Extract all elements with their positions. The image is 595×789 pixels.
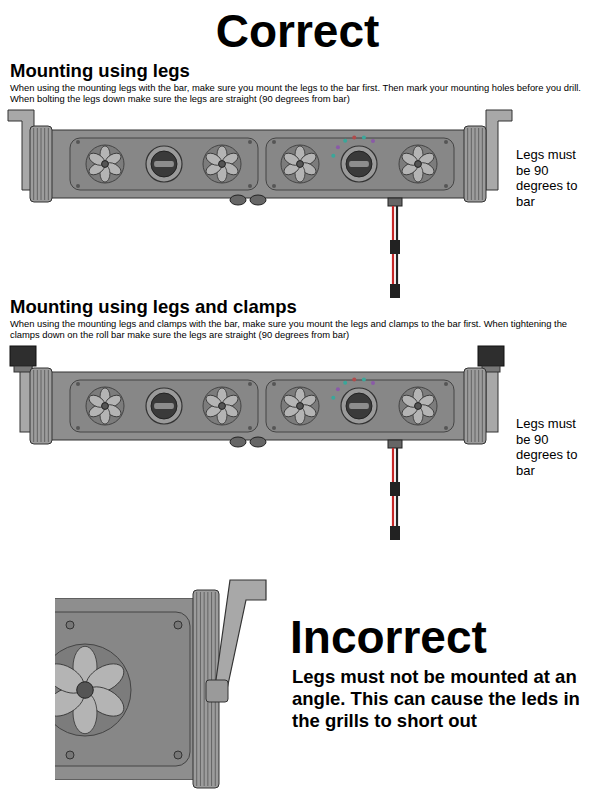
led bbox=[343, 139, 347, 143]
speaker-grill bbox=[203, 145, 241, 183]
mounting-leg bbox=[10, 346, 504, 432]
speaker-grill bbox=[399, 387, 437, 425]
speaker-grill bbox=[281, 387, 319, 425]
warning-text: Legs must not be mounted at an angle. Th… bbox=[292, 666, 588, 733]
speaker-grill bbox=[281, 145, 319, 183]
power-wire bbox=[390, 206, 400, 298]
angled-leg bbox=[214, 580, 266, 694]
warning-heading: Incorrect bbox=[290, 614, 590, 660]
speaker-grill bbox=[86, 145, 124, 183]
note-label: Legs must be 90 degrees to bar bbox=[516, 147, 594, 209]
speaker-panel bbox=[70, 380, 258, 432]
clamp bbox=[10, 346, 36, 366]
speaker-grill bbox=[399, 145, 437, 183]
power-wire bbox=[390, 448, 400, 540]
led bbox=[362, 377, 366, 381]
note-label: Legs must be 90 degrees to bar bbox=[516, 416, 594, 478]
end-cap bbox=[30, 126, 52, 202]
speaker-panel bbox=[266, 138, 454, 190]
led bbox=[352, 377, 356, 381]
end-cap bbox=[464, 368, 486, 444]
instruction-text: When using the mounting legs with the ba… bbox=[10, 82, 592, 105]
led bbox=[331, 154, 335, 158]
tweeter bbox=[341, 146, 377, 182]
section-heading: Mounting using legs and clamps bbox=[10, 296, 590, 318]
speaker-grill bbox=[203, 387, 241, 425]
led bbox=[352, 135, 356, 139]
bolt bbox=[206, 680, 228, 702]
clamp bbox=[478, 346, 504, 366]
incorrect-leg-view bbox=[39, 580, 266, 788]
end-cap bbox=[30, 368, 52, 444]
led bbox=[336, 145, 340, 149]
led bbox=[362, 135, 366, 139]
bar-body bbox=[42, 130, 474, 198]
speaker-grill bbox=[86, 387, 124, 425]
tweeter bbox=[146, 388, 182, 424]
section-heading: Mounting using legs bbox=[10, 60, 590, 82]
end-cap bbox=[464, 126, 486, 202]
page-title: Correct bbox=[0, 8, 595, 54]
led bbox=[336, 387, 340, 391]
instruction-text: When using the mounting legs and clamps … bbox=[10, 318, 592, 341]
speaker-bar bbox=[10, 346, 504, 540]
led bbox=[331, 396, 335, 400]
led bbox=[371, 381, 375, 385]
speaker-grill bbox=[55, 644, 131, 736]
led bbox=[371, 139, 375, 143]
speaker-panel bbox=[266, 380, 454, 432]
led bbox=[343, 381, 347, 385]
tweeter bbox=[146, 146, 182, 182]
bar-body bbox=[42, 372, 474, 440]
tweeter bbox=[341, 388, 377, 424]
speaker-panel bbox=[70, 138, 258, 190]
speaker-bar bbox=[8, 110, 512, 298]
